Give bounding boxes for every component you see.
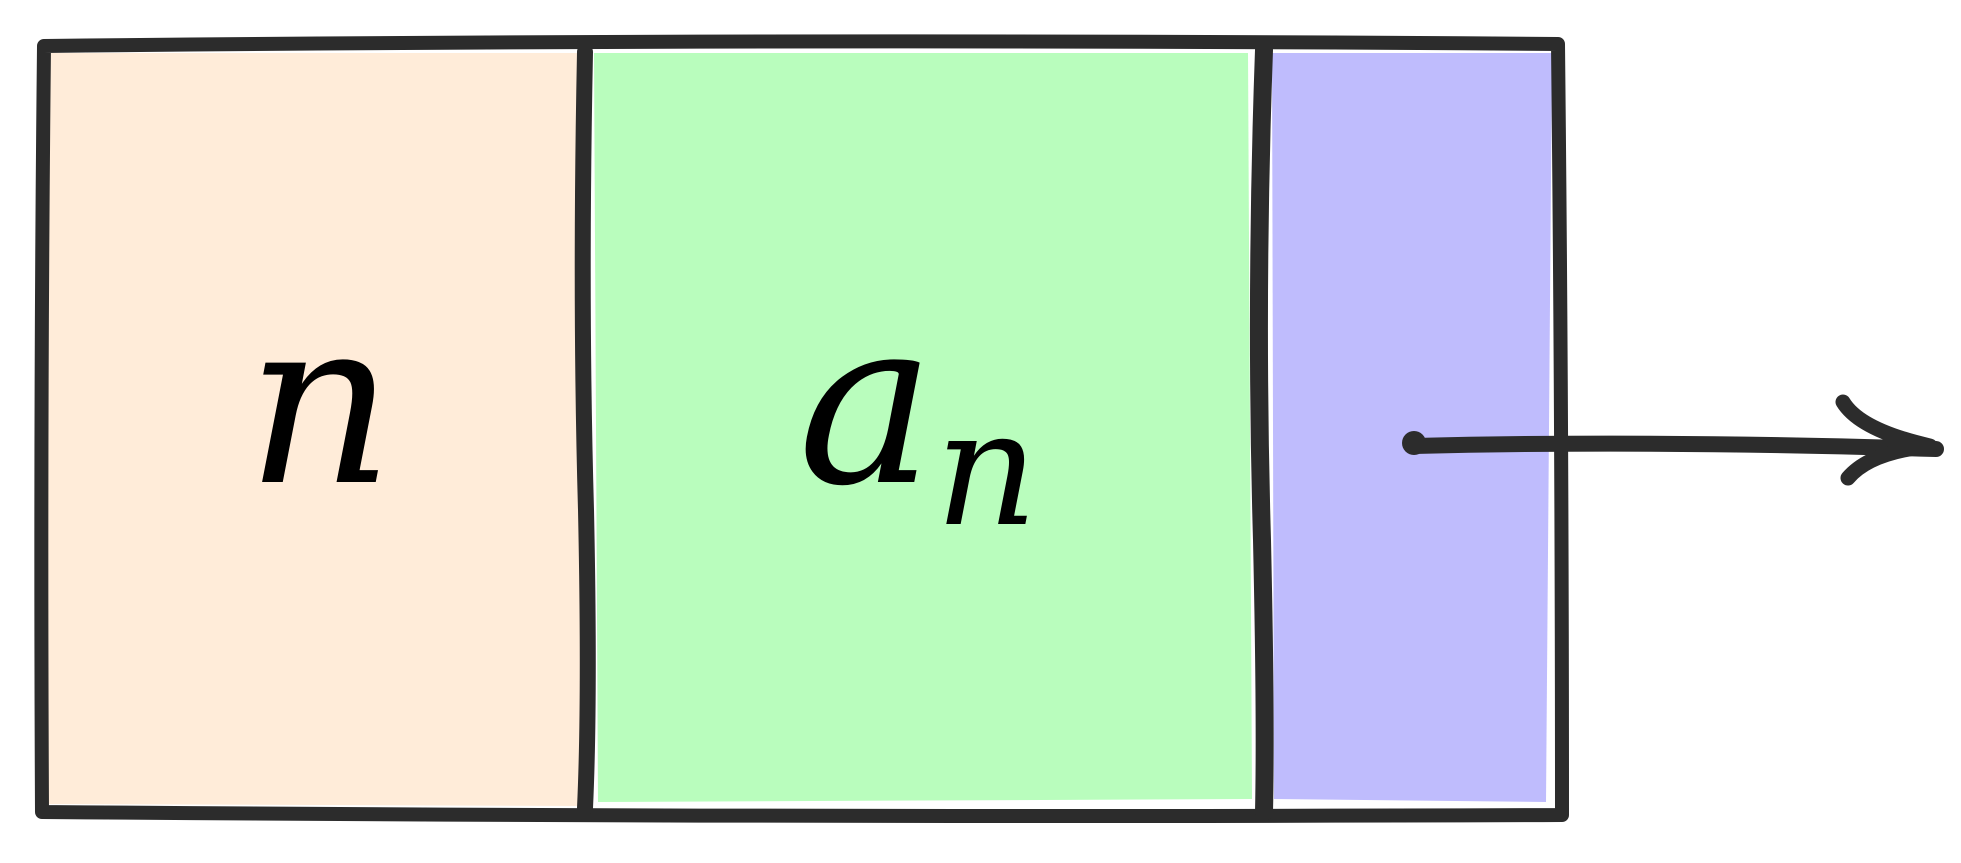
next-pointer-arrow (1402, 394, 1944, 486)
value-cell-label-base: a (798, 270, 935, 537)
index-cell-label: n (246, 270, 394, 537)
pointer-arrow-head (1835, 394, 1938, 486)
node-border (34, 34, 1569, 823)
divider-index-value (574, 44, 596, 816)
value-cell-label-subscript: n (935, 375, 1038, 562)
index-cell-fill (44, 53, 586, 806)
value-cell-label: an (798, 270, 1038, 562)
divider-value-pointer (1249, 41, 1274, 821)
pointer-arrow-shaft (1406, 435, 1944, 457)
pointer-cell-fill (1272, 53, 1552, 802)
node-outer-border (34, 34, 1569, 823)
value-cell-fill (594, 53, 1252, 802)
